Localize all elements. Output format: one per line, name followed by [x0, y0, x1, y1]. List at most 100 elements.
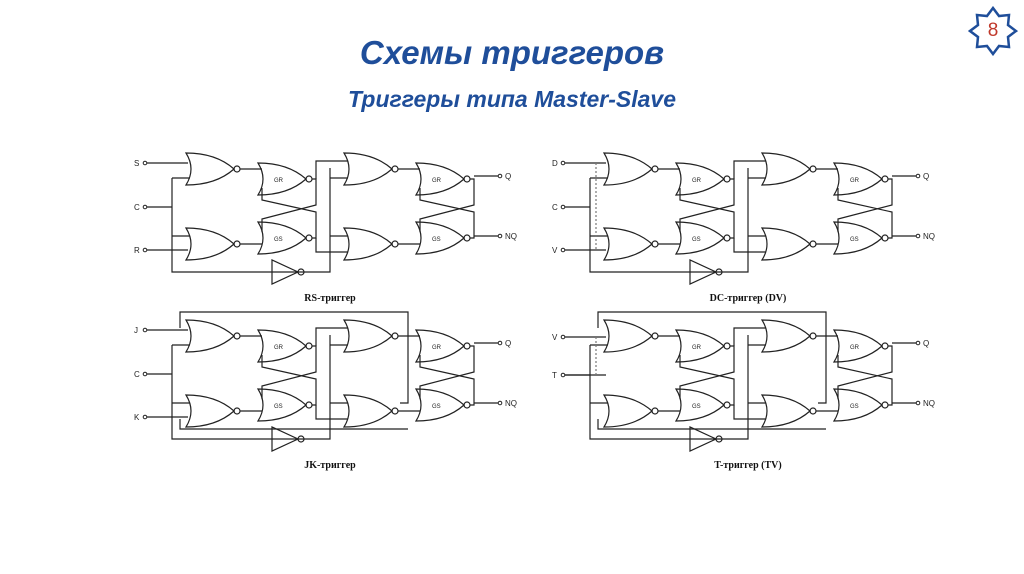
- pin-label: C: [552, 203, 558, 212]
- gate-label: GR: [850, 345, 860, 351]
- pin-terminal: [915, 233, 921, 239]
- diagram-caption: RS-триггер: [304, 293, 356, 304]
- diagram-caption: T-триггер (TV): [714, 460, 781, 471]
- inverter-bubble: [715, 268, 723, 276]
- pin-terminal: [497, 233, 503, 239]
- gate-label: GS: [850, 237, 859, 243]
- page-number-badge: [968, 6, 1018, 56]
- pin-label: R: [134, 246, 140, 255]
- page-number: 8: [987, 20, 999, 41]
- output-label-nq: NQ: [505, 232, 517, 241]
- wire: [679, 345, 735, 399]
- nor-gate-shape: [602, 319, 653, 353]
- nor-gate-shape: [832, 221, 883, 255]
- nor-gate-shape: [414, 388, 465, 422]
- gate-label: GS: [432, 404, 441, 410]
- wire: [419, 178, 475, 232]
- wire: [733, 160, 766, 179]
- diagram-caption: JK-триггер: [304, 460, 356, 471]
- slide-subtitle: Триггеры типа Master-Slave: [347, 86, 677, 112]
- pin-label: J: [134, 326, 138, 335]
- nor-gate-shape: [342, 152, 393, 186]
- pin-terminal: [560, 334, 566, 340]
- gate-label: GS: [850, 404, 859, 410]
- wire: [733, 405, 766, 420]
- inverter-bubble: [297, 435, 305, 443]
- nor-gate-shape: [256, 329, 307, 363]
- wire: [679, 355, 735, 406]
- wire: [597, 311, 827, 404]
- output-label-q: Q: [923, 339, 929, 348]
- wire: [261, 355, 317, 406]
- wire: [171, 335, 331, 440]
- nor-gate-shape: [674, 329, 725, 363]
- wire: [837, 355, 893, 406]
- output-label-nq: NQ: [923, 232, 935, 241]
- nor-gate-shape: [602, 152, 653, 186]
- nor-gate-shape: [256, 162, 307, 196]
- output-label-q: Q: [505, 339, 511, 348]
- nor-gate-shape: [184, 394, 235, 428]
- pin-terminal: [142, 247, 148, 253]
- pin-terminal: [915, 400, 921, 406]
- wire: [315, 405, 348, 420]
- nor-gate-shape: [760, 394, 811, 428]
- wire: [261, 345, 317, 399]
- badge-star-shape: [968, 6, 1018, 56]
- gate-label: GR: [274, 178, 284, 184]
- nor-gate-shape: [184, 319, 235, 353]
- wire: [589, 335, 749, 440]
- wire: [733, 238, 766, 253]
- pin-label: V: [552, 333, 558, 342]
- pin-terminal: [560, 372, 566, 378]
- output-label-nq: NQ: [505, 399, 517, 408]
- nor-gate-shape: [256, 221, 307, 255]
- wire: [315, 238, 348, 253]
- pin-terminal: [142, 371, 148, 377]
- output-label-q: Q: [923, 172, 929, 181]
- gate-label: GR: [432, 345, 442, 351]
- gate-label: GS: [692, 404, 701, 410]
- nor-gate-shape: [760, 319, 811, 353]
- nor-gate-shape: [414, 329, 465, 363]
- nor-gate-shape: [414, 221, 465, 255]
- inverter-bubble: [715, 435, 723, 443]
- pin-terminal: [560, 204, 566, 210]
- gate-label: GR: [850, 178, 860, 184]
- gate-label: GR: [692, 345, 702, 351]
- pin-terminal: [497, 400, 503, 406]
- inverter-gate-shape: [689, 259, 718, 285]
- pin-terminal: [497, 173, 503, 179]
- wire: [179, 419, 408, 430]
- pin-label: C: [134, 203, 140, 212]
- pin-terminal: [142, 160, 148, 166]
- wire: [679, 178, 735, 232]
- gate-label: GS: [692, 237, 701, 243]
- nor-gate-shape: [832, 329, 883, 363]
- gate-label: GS: [432, 237, 441, 243]
- wire: [261, 188, 317, 239]
- wire: [597, 419, 826, 430]
- nor-gate-shape: [342, 227, 393, 261]
- gate-label: GS: [274, 404, 283, 410]
- nor-gate-shape: [832, 388, 883, 422]
- wire: [315, 160, 348, 179]
- wire: [419, 345, 475, 399]
- wire: [837, 345, 893, 399]
- nor-gate-shape: [342, 319, 393, 353]
- wire: [419, 188, 475, 239]
- output-label-q: Q: [505, 172, 511, 181]
- pin-terminal: [142, 204, 148, 210]
- pin-label: D: [552, 159, 558, 168]
- inverter-gate-shape: [689, 426, 718, 452]
- pin-terminal: [142, 414, 148, 420]
- nor-gate-shape: [674, 162, 725, 196]
- gate-label: GR: [432, 178, 442, 184]
- nor-gate-shape: [602, 394, 653, 428]
- wire: [837, 188, 893, 239]
- nor-gate-shape: [760, 227, 811, 261]
- diagram-caption: DC-триггер (DV): [710, 293, 787, 304]
- pin-label: C: [134, 370, 140, 379]
